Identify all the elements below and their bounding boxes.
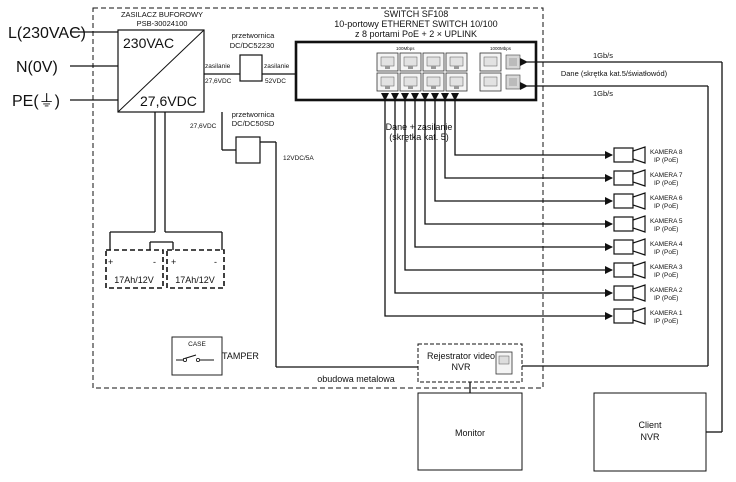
switch-speed-1000: 1000Mbps [490,46,512,51]
camera-type: IP (PoE) [654,157,678,164]
tamper-case-label: CASE [188,341,206,348]
converter2-out-voltage: 12VDC/5A [283,155,314,162]
camera-name: KAMERA 4 [650,241,683,248]
client-nvr-label-2: NVR [640,432,660,442]
camera-icon [613,261,646,279]
camera-icon [613,146,646,164]
converter2-title: przetwornica [232,110,275,119]
camera-type: IP (PoE) [654,180,678,187]
cabling-label-2: (skrętka kat. 5) [389,132,449,142]
camera-icon [613,307,646,325]
switch-title: SWITCH SF108 [384,9,449,19]
switch-port [399,52,422,72]
switch-uplink-ports [479,52,521,92]
camera-list: KAMERA 8IP (PoE)KAMERA 7IP (PoE)KAMERA 6… [613,146,683,325]
camera-icon [613,284,646,302]
camera-cable [441,93,613,182]
camera-type: IP (PoE) [654,203,678,210]
converter2-box [235,136,261,164]
camera-name: KAMERA 6 [650,195,683,202]
battery-1-label: 17Ah/12V [114,275,154,285]
battery-2-label: 17Ah/12V [175,275,215,285]
camera-name: KAMERA 5 [650,218,683,225]
camera-cable [431,93,613,205]
battery-2-plus: + [171,257,176,267]
converter1-out-voltage: 52VDC [265,78,286,85]
camera-type: IP (PoE) [654,318,678,325]
switch-port [376,72,399,92]
switch-port [422,52,445,72]
camera-name: KAMERA 7 [650,172,683,179]
battery-1 [105,249,164,289]
uplink-port [479,52,502,72]
camera-cable [381,93,613,320]
switch-port [399,72,422,92]
client-nvr-box [593,392,707,472]
psu-input-voltage: 230VAC [123,35,174,51]
uplink-port [479,72,502,92]
nvr-label-2: NVR [451,362,471,372]
camera-name: KAMERA 2 [650,287,683,294]
battery-1-minus: - [153,257,156,267]
tamper-label: TAMPER [222,351,259,361]
converter1-model: DC/DC52230 [230,41,275,50]
camera-name: KAMERA 1 [650,310,683,317]
nvr-label-1: Rejestrator video [427,351,495,361]
camera-cables [381,93,613,320]
enclosure-label: obudowa metalowa [317,374,395,384]
camera-icon [613,238,646,256]
input-pe-label: PE(⏚) [12,92,60,110]
battery-1-plus: + [108,257,113,267]
uplink-speed-bottom: 1Gb/s [593,89,613,98]
camera-cable [421,93,613,228]
converter1-in-voltage: 27,6VDC [205,78,232,85]
monitor-box [417,392,523,471]
camera-icon [613,192,646,210]
battery-2-minus: - [214,257,217,267]
camera-icon [613,169,646,187]
converter2-in-voltage: 27,6VDC [190,123,217,130]
psu-box [117,29,205,113]
switch-desc-1: 10-portowy ETHERNET SWITCH 10/100 [334,19,497,29]
input-n-label: N(0V) [16,59,58,76]
psu-title: ZASILACZ BUFOROWY [121,10,203,19]
tamper-switch [171,336,223,376]
battery-2 [166,249,225,289]
switch-port [376,52,399,72]
camera-type: IP (PoE) [654,295,678,302]
camera-name: KAMERA 8 [650,149,683,156]
switch-poe-ports [376,52,468,92]
nvr-port [495,351,513,375]
converter1-out-label: zasilanie [264,63,290,70]
converter1-title: przetwornica [232,31,275,40]
psu-model: PSB-30024100 [137,19,188,28]
camera-type: IP (PoE) [654,226,678,233]
camera-cable [451,93,613,159]
camera-icon [613,215,646,233]
uplink-speed-top: 1Gb/s [593,51,613,60]
psu-output-voltage: 27,6VDC [140,93,197,109]
uplink-data-label: Dane (skrętka kat.5/światłowód) [561,69,668,78]
converter2-model: DC/DC50SD [232,119,275,128]
switch-port [445,52,468,72]
switch-speed-100: 100Mbps [396,46,415,51]
converter1-in-label: zasilanie [205,63,231,70]
switch-port [445,72,468,92]
converter1-box [239,54,263,82]
sfp-slot [505,74,521,90]
camera-name: KAMERA 3 [650,264,683,271]
switch-desc-2: z 8 portami PoE + 2 × UPLINK [355,29,477,39]
client-nvr-label-1: Client [638,420,662,430]
sfp-slot [505,54,521,70]
camera-type: IP (PoE) [654,272,678,279]
input-l-label: L(230VAC) [8,25,86,42]
monitor-label: Monitor [455,428,485,438]
camera-type: IP (PoE) [654,249,678,256]
switch-port [422,72,445,92]
